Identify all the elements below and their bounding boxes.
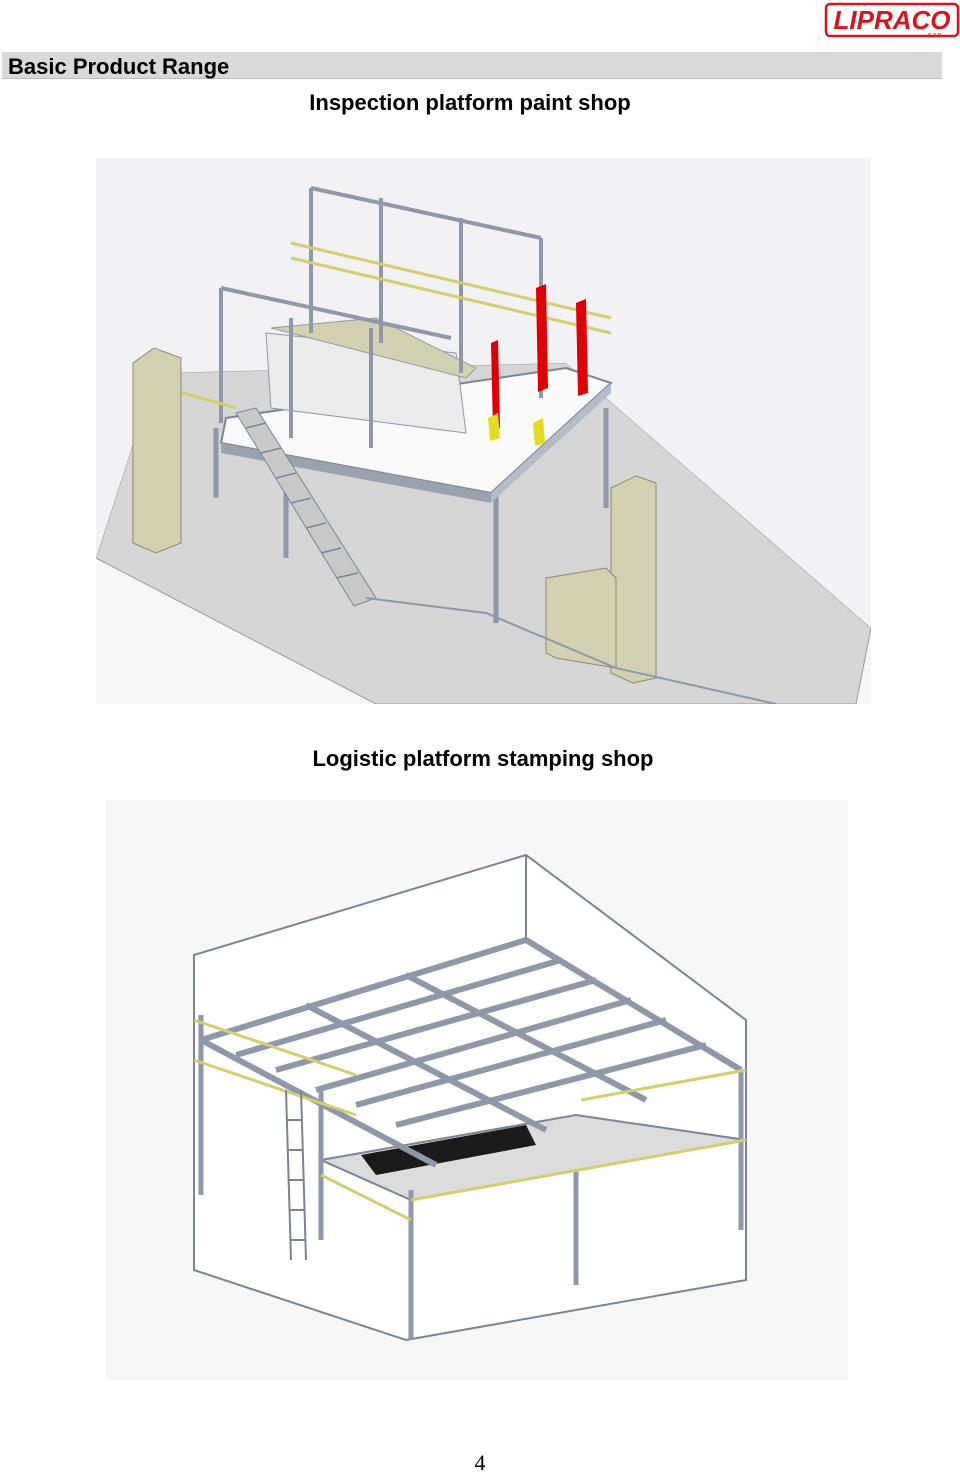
logo-subtext: s.r.o. (928, 32, 943, 39)
lipraco-logo: LIPRACO s.r.o. (824, 2, 960, 39)
page-number: 4 (474, 1450, 486, 1475)
logo-text: LIPRACO (834, 5, 951, 35)
caption-inspection-platform: Inspection platform paint shop (309, 90, 631, 115)
header-bar: Basic Product Range (2, 52, 942, 79)
page-title: Basic Product Range (8, 54, 230, 79)
inspection-platform-drawing (96, 158, 871, 704)
caption-logistic-platform: Logistic platform stamping shop (312, 746, 654, 771)
logistic-platform-drawing (106, 800, 848, 1380)
